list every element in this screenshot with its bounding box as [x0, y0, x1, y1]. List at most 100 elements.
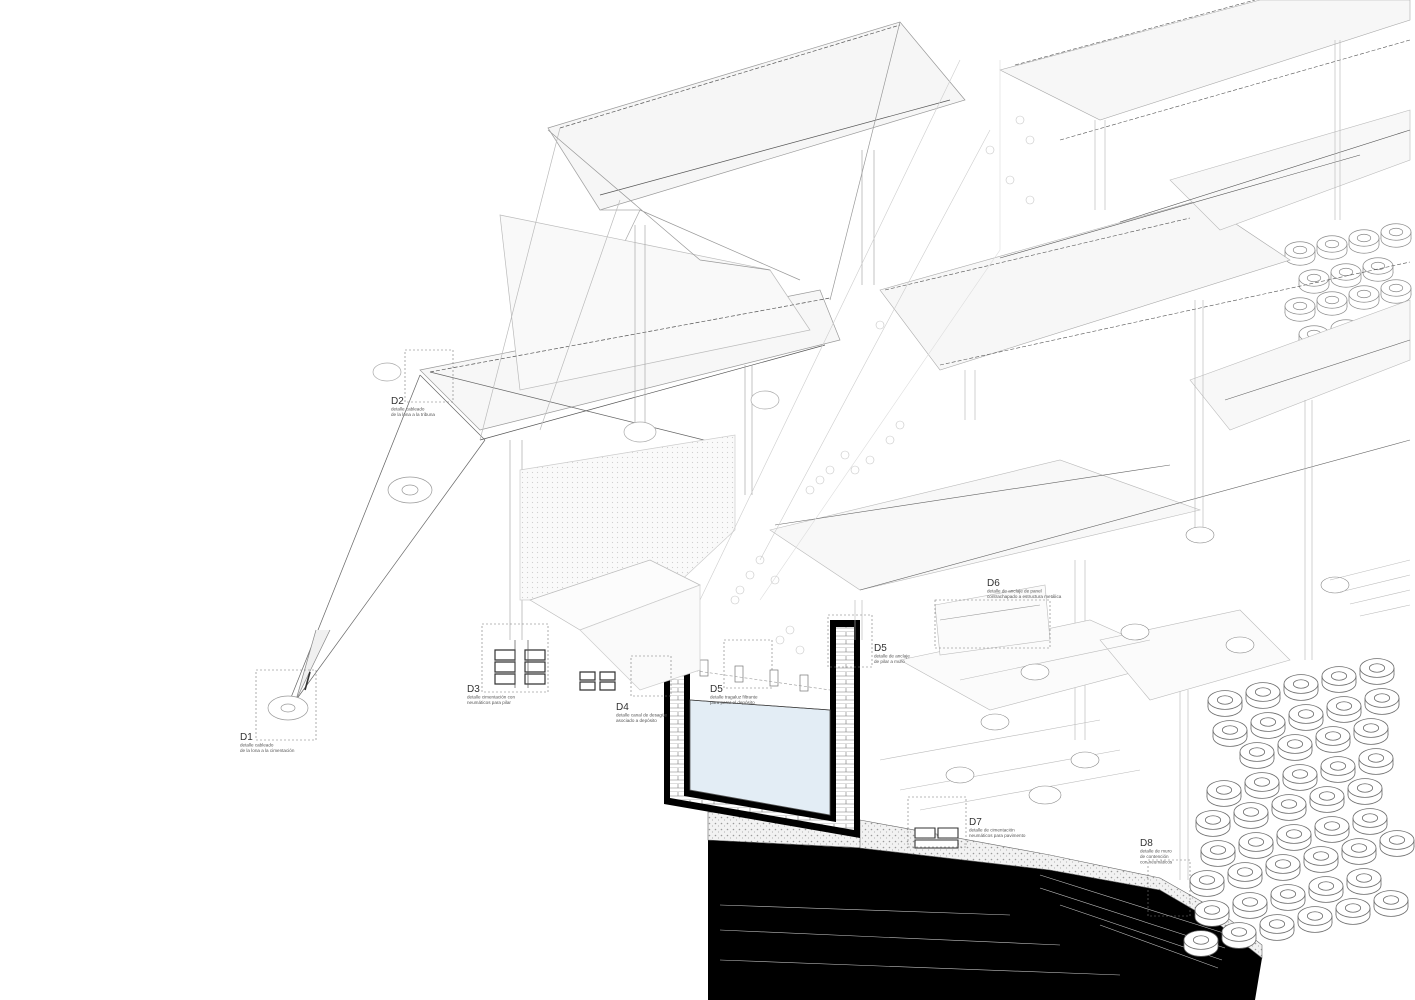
tire — [1189, 870, 1225, 897]
tire — [1359, 658, 1395, 685]
tire — [1245, 682, 1281, 709]
tire — [1244, 772, 1280, 799]
tire — [1315, 726, 1351, 753]
tire — [1284, 241, 1316, 266]
tire — [1284, 297, 1316, 322]
detail-code: D5 — [874, 643, 887, 654]
tire — [1380, 279, 1412, 304]
detail-code: D6 — [987, 578, 1000, 589]
tire — [1353, 718, 1389, 745]
detail-code: D4 — [616, 702, 629, 713]
tire — [1348, 229, 1380, 254]
tire — [1379, 830, 1415, 857]
tire — [1320, 756, 1356, 783]
detail-code: D7 — [969, 817, 982, 828]
tire — [1183, 930, 1219, 957]
tire — [1316, 235, 1348, 260]
tire — [1309, 786, 1345, 813]
tire — [1239, 742, 1275, 769]
tire — [1276, 824, 1312, 851]
tire — [1265, 854, 1301, 881]
tire — [1288, 704, 1324, 731]
detail-description-line: detalle de muro — [1140, 849, 1172, 854]
tire — [1212, 720, 1248, 747]
detail-code: D5 — [710, 684, 723, 695]
canopy-right — [699, 0, 1411, 880]
tire — [1270, 884, 1306, 911]
tire — [1200, 840, 1236, 867]
detail-description-line: neumáticos para pavimento — [969, 833, 1026, 838]
detail-description-line: detalle de anclaje de panel — [987, 589, 1042, 594]
tire-wall — [1183, 658, 1415, 957]
detail-description-line: detalle cableado — [240, 743, 274, 748]
detail-description-line: para parar el depósito — [710, 700, 755, 705]
tire — [1352, 808, 1388, 835]
detail-code: D3 — [467, 684, 480, 695]
tire — [1283, 674, 1319, 701]
tire — [1238, 832, 1274, 859]
tire — [1335, 898, 1371, 925]
detail-code: D8 — [1140, 838, 1153, 849]
tire — [1233, 802, 1269, 829]
tire — [1348, 285, 1380, 310]
tire — [1326, 696, 1362, 723]
tire — [1206, 780, 1242, 807]
detail-description-line: asociado a depósito — [616, 718, 657, 723]
tire — [1330, 263, 1362, 288]
tire — [1297, 906, 1333, 933]
canopy-left — [267, 21, 966, 721]
tire — [1347, 778, 1383, 805]
tire — [1362, 257, 1394, 282]
tire — [1207, 690, 1243, 717]
detail-code: D2 — [391, 396, 404, 407]
ground-section — [707, 811, 1263, 1000]
detail-description-line: detalle de cimentación — [969, 828, 1015, 833]
tire — [1321, 666, 1357, 693]
tire — [1316, 291, 1348, 316]
detail-code: D1 — [240, 732, 253, 743]
detail-description-line: detalle de anclaje — [874, 654, 910, 659]
tire — [1341, 838, 1377, 865]
detail-description-line: detalle cimentación con — [467, 695, 515, 700]
tire — [1271, 794, 1307, 821]
tire — [1282, 764, 1318, 791]
tire — [1314, 816, 1350, 843]
tire — [1221, 922, 1257, 949]
tire — [1298, 269, 1330, 294]
tire — [1358, 748, 1394, 775]
tire — [1195, 810, 1231, 837]
tire — [1308, 876, 1344, 903]
detail-description-line: detalle tragaluz filtrante — [710, 695, 758, 700]
detail-description-line: contrachapado a estructura metálica — [987, 594, 1062, 599]
detail-frames — [255, 349, 1191, 917]
detail-description-line: de la lona a la cimentación — [240, 748, 295, 753]
tire — [1277, 734, 1313, 761]
detail-description-line: con neumáticos — [1140, 860, 1173, 865]
tire — [1380, 223, 1412, 248]
tire — [1303, 846, 1339, 873]
tire — [1194, 900, 1230, 927]
tire — [1232, 892, 1268, 919]
tire — [1346, 868, 1382, 895]
tire — [1259, 914, 1295, 941]
detail-description-line: de la lona a la tribuna — [391, 412, 435, 417]
detail-description-line: de pilar a muro — [874, 659, 905, 664]
detail-description-line: de contención — [1140, 854, 1169, 859]
detail-description-line: neumáticos para pilar — [467, 700, 511, 705]
tire — [1250, 712, 1286, 739]
tire — [1227, 862, 1263, 889]
tire — [1364, 688, 1400, 715]
tire — [1373, 890, 1409, 917]
detail-description-line: detalle canal de desagüe — [616, 713, 668, 718]
